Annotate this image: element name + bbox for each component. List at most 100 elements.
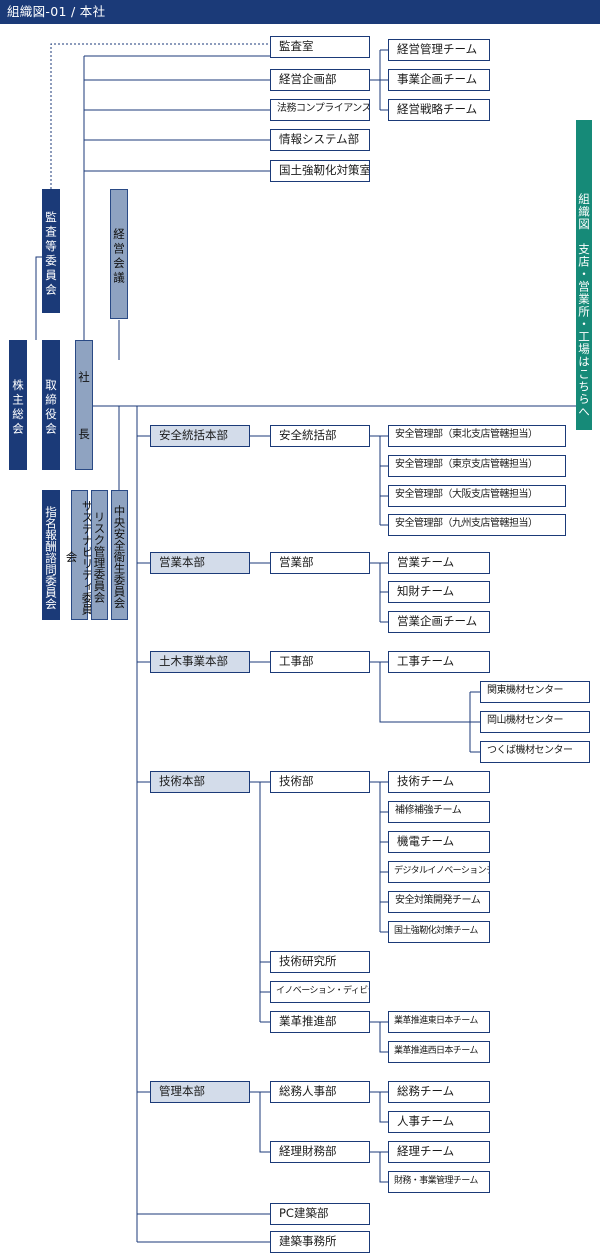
arch-office-label: 建築事務所 — [279, 1234, 337, 1248]
reform-dept-label: 業革推進部 — [279, 1014, 337, 1028]
pc-dept-label: PC建築部 — [279, 1206, 329, 1220]
safety-team-label: 安全管理部（大阪支店管轄担当） — [395, 489, 538, 500]
sales-team-box: 営業企画チーム — [388, 611, 490, 633]
finance-team-label: 経理チーム — [397, 1144, 455, 1158]
equipment-center-box: 関東機材センター — [480, 681, 590, 703]
planning-team-box: 事業企画チーム — [388, 69, 490, 91]
planning-team-label: 事業企画チーム — [397, 72, 478, 86]
audit-committee-box: 監査等委員会 — [42, 189, 60, 313]
civil-dept-label: 工事部 — [279, 654, 314, 668]
planning-dept-label: 経営企画部 — [279, 72, 337, 86]
hr-team-box: 人事チーム — [388, 1111, 490, 1133]
tech-team-label: 国土強靭化対策チーム — [394, 926, 478, 936]
audit-office-box: 監査室 — [270, 36, 370, 58]
page-title: 組織図-01 / 本社 — [7, 4, 106, 19]
audit-committee-label: 監査等委員会 — [44, 210, 58, 298]
hr-dept-label: 総務人事部 — [279, 1084, 337, 1098]
finance-dept-box: 経理財務部 — [270, 1141, 370, 1163]
management-council-box: 経営会議 — [110, 189, 128, 319]
risk-committee-box: リスク管理委員会 — [91, 490, 108, 620]
admin-hq-label: 管理本部 — [159, 1084, 205, 1098]
tech-team-box: 機電チーム — [388, 831, 490, 853]
safety-team-label: 安全管理部（東京支店管轄担当） — [395, 459, 538, 470]
board-box: 取締役会 — [42, 340, 60, 470]
safety-team-box: 安全管理部（東北支店管轄担当） — [388, 425, 566, 447]
tech-team-box: 補修補強チーム — [388, 801, 490, 823]
equipment-center-label: 岡山機材センター — [487, 715, 564, 726]
tech-team-label: 機電チーム — [397, 834, 455, 848]
finance-team-box: 財務・事業管理チーム — [388, 1171, 490, 1193]
pc-dept-box: PC建築部 — [270, 1203, 370, 1225]
reform-team-box: 業革推進西日本チーム — [388, 1041, 490, 1063]
safety-team-box: 安全管理部（大阪支店管轄担当） — [388, 485, 566, 507]
equipment-center-label: つくば機材センター — [487, 745, 573, 756]
reform-team-label: 業革推進西日本チーム — [394, 1046, 478, 1056]
safety-team-label: 安全管理部（九州支店管轄担当） — [395, 518, 538, 529]
civil-team-label: 工事チーム — [397, 654, 455, 668]
sales-team-box: 知財チーム — [388, 581, 490, 603]
shareholders-label: 株主総会 — [11, 379, 25, 437]
tech-team-label: 安全対策開発チーム — [395, 895, 481, 906]
sales-team-box: 営業チーム — [388, 552, 490, 574]
sales-hq-label: 営業本部 — [159, 555, 205, 569]
tech-hq-label: 技術本部 — [159, 774, 205, 788]
tech-team-label: デジタルイノベーションチーム — [394, 866, 489, 876]
risk-committee-label: リスク管理委員会 — [92, 511, 107, 603]
president-label-top: 社 — [78, 370, 90, 384]
finance-team-box: 経理チーム — [388, 1141, 490, 1163]
board-label: 取締役会 — [44, 379, 58, 437]
safety-dept-label: 安全統括部 — [279, 428, 337, 442]
reform-dept-box: 業革推進部 — [270, 1011, 370, 1033]
equipment-center-label: 関東機材センター — [487, 685, 564, 696]
civil-team-box: 工事チーム — [388, 651, 490, 673]
civil-hq-label: 土木事業本部 — [159, 654, 228, 668]
safety-team-box: 安全管理部（東京支店管轄担当） — [388, 455, 566, 477]
hr-team-box: 総務チーム — [388, 1081, 490, 1103]
president-box: 社 長 — [75, 340, 93, 470]
branch-org-link[interactable]: 組織図 支店・営業所・工場はこちらへ — [576, 120, 592, 430]
finance-team-label: 財務・事業管理チーム — [394, 1176, 478, 1186]
safety-hq-label: 安全統括本部 — [159, 428, 228, 442]
tech-dept-box: 技術部 — [270, 771, 370, 793]
sales-team-label: 営業チーム — [397, 555, 455, 569]
tech-hq-box: 技術本部 — [150, 771, 250, 793]
sales-hq-box: 営業本部 — [150, 552, 250, 574]
tech-team-box: 安全対策開発チーム — [388, 891, 490, 913]
civil-hq-box: 土木事業本部 — [150, 651, 250, 673]
tech-team-box: 国土強靭化対策チーム — [388, 921, 490, 943]
planning-dept-box: 経営企画部 — [270, 69, 370, 91]
branch-org-link-label[interactable]: 組織図 支店・営業所・工場はこちらへ — [577, 192, 591, 418]
it-dept-box: 情報システム部 — [270, 129, 370, 151]
legal-office-box: 法務コンプライアンス室 — [270, 99, 370, 121]
resilience-office-label: 国土強靭化対策室 — [279, 163, 370, 177]
safety-team-label: 安全管理部（東北支店管轄担当） — [395, 429, 538, 440]
tech-dept-label: 技術部 — [279, 774, 314, 788]
innovation-division-label: イノベーション・ディビジョン — [276, 986, 369, 996]
tech-team-box: デジタルイノベーションチーム — [388, 861, 490, 883]
innovation-division-box: イノベーション・ディビジョン — [270, 981, 370, 1003]
safety-dept-box: 安全統括部 — [270, 425, 370, 447]
page-header: 組織図-01 / 本社 — [0, 0, 600, 24]
planning-team-label: 経営戦略チーム — [397, 102, 478, 116]
audit-office-label: 監査室 — [279, 39, 314, 53]
legal-office-label: 法務コンプライアンス室 — [277, 103, 369, 114]
shareholders-meeting-box: 株主総会 — [9, 340, 27, 470]
resilience-office-box: 国土強靭化対策室 — [270, 160, 370, 182]
arch-office-box: 建築事務所 — [270, 1231, 370, 1253]
equipment-center-box: つくば機材センター — [480, 741, 590, 763]
safety-committee-box: 中央安全衛生委員会 — [111, 490, 128, 620]
tech-team-box: 技術チーム — [388, 771, 490, 793]
tech-team-label: 補修補強チーム — [395, 805, 462, 816]
equipment-center-box: 岡山機材センター — [480, 711, 590, 733]
safety-hq-box: 安全統括本部 — [150, 425, 250, 447]
admin-hq-box: 管理本部 — [150, 1081, 250, 1103]
sales-team-label: 営業企画チーム — [397, 614, 478, 628]
safety-team-box: 安全管理部（九州支店管轄担当） — [388, 514, 566, 536]
sales-team-label: 知財チーム — [397, 584, 455, 598]
planning-team-box: 経営戦略チーム — [388, 99, 490, 121]
hr-team-label: 総務チーム — [397, 1084, 455, 1098]
finance-dept-label: 経理財務部 — [279, 1144, 337, 1158]
it-dept-label: 情報システム部 — [279, 132, 360, 146]
president-label-bottom: 長 — [78, 427, 90, 441]
reform-team-label: 業革推進東日本チーム — [394, 1016, 478, 1026]
